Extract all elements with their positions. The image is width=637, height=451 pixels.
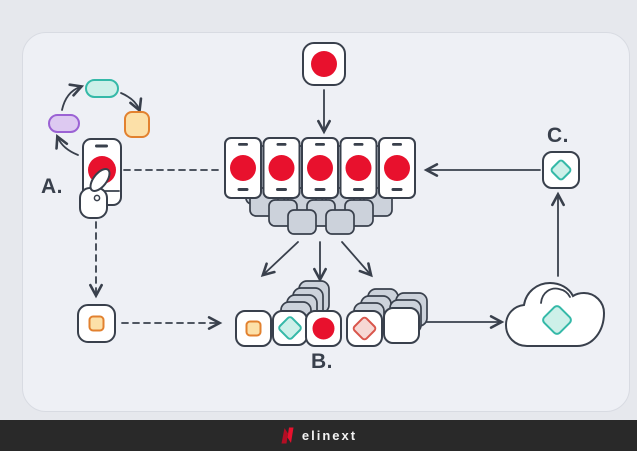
cycle-arrow-phone-to-purple [55, 134, 79, 156]
step-label-c: C. [547, 124, 569, 147]
orange-square-app-icon-build [235, 310, 272, 347]
pink-diamond-app-icon-build [346, 310, 383, 347]
purple-pill-icon [48, 114, 80, 133]
hand-holding-phone-icon [79, 138, 122, 219]
teal-diamond-app-icon-release [542, 151, 580, 189]
brand-name: elinext [301, 428, 358, 443]
link-devices-to-builds-right [341, 241, 373, 278]
cloud-teal-diamond [542, 305, 572, 335]
source-app-red-dot [311, 51, 337, 77]
red-dot-app-icon-build [305, 310, 342, 347]
blank-app-icon-build [383, 307, 420, 344]
teal-diamond-app-icon-build [272, 310, 308, 346]
cloud-inner-arc [540, 287, 571, 304]
link-devices-to-builds-left [260, 241, 299, 277]
hand-thumb [89, 168, 111, 192]
white-phone [339, 137, 378, 199]
gray-device [325, 209, 355, 235]
cloud-with-diamond-icon [504, 281, 606, 347]
phone-a-speaker [95, 144, 108, 148]
white-phone [301, 137, 339, 199]
teal-pill-icon [85, 79, 119, 98]
build-icons-row [235, 280, 428, 347]
white-phone [262, 137, 301, 199]
gray-device [287, 209, 317, 235]
step-label-a: A. [41, 175, 63, 198]
cycle-arrow-teal-to-orange [120, 92, 143, 114]
orange-app-icon [124, 111, 150, 138]
hand-palm [79, 187, 108, 219]
step-label-b: B. [311, 350, 333, 373]
smartphone-fleet-icon [224, 137, 416, 235]
footer-bar: elinext [0, 420, 637, 451]
app-cycle [48, 79, 150, 156]
white-phone [224, 137, 262, 199]
white-phone [378, 137, 416, 199]
red-dot-app-icon-source [302, 42, 346, 86]
diagram-canvas [48, 42, 606, 347]
cycle-arrow-purple-to-teal [61, 83, 85, 111]
phone-a-home-button [93, 194, 101, 202]
elinext-n-logo-icon [281, 427, 294, 444]
orange-square-app-icon-small [77, 304, 116, 343]
